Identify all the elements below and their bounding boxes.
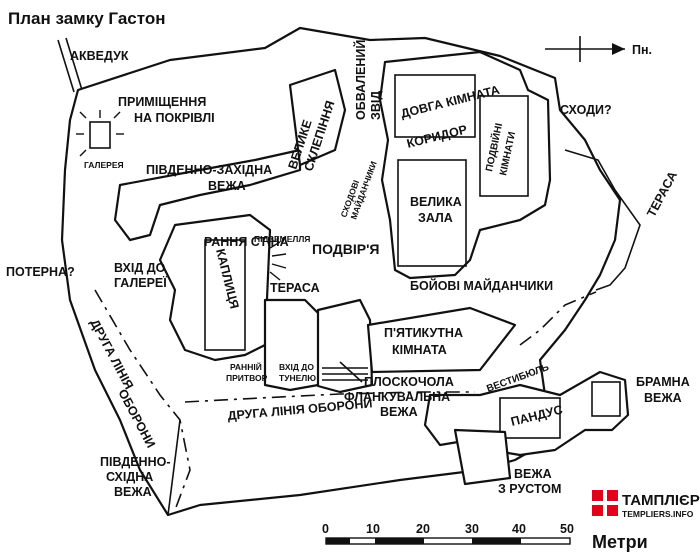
label-stairs: СХОДИ?	[560, 103, 612, 117]
label-collapsed-vault-1: ОБВАЛЕНИЙ	[353, 40, 368, 120]
label-early-porch-2: ПРИТВОР	[226, 373, 268, 383]
label-great-hall-2: ЗАЛА	[418, 211, 453, 225]
gate-tower-room	[591, 381, 621, 417]
rusticated-tower	[453, 428, 512, 486]
long-room-outline	[394, 74, 476, 138]
label-sw-tower-2: ВЕЖА	[208, 179, 246, 193]
scale-tick-0: 0	[322, 522, 329, 536]
ramp-outline	[499, 397, 561, 439]
label-roof-rooms-1: ПРИМІЩЕННЯ	[118, 95, 206, 109]
second-defence-line-path	[94, 289, 191, 511]
label-pentagonal-room-1: П'ЯТИКУТНА	[384, 326, 463, 340]
label-battle-platforms: БОЙОВІ МАЙДАНЧИКИ	[410, 278, 553, 293]
label-gallery: ГАЛЕРЕЯ	[84, 160, 124, 170]
chapel-nave	[204, 239, 246, 351]
label-tunnel-entrance-1: ВХІД ДО	[279, 362, 314, 372]
plan-title: План замку Гастон	[8, 9, 165, 28]
label-se-tower-2: СХІДНА	[106, 470, 153, 484]
label-dungeon: ПІДЗЕМЕЛЛЯ	[254, 234, 310, 244]
double-rooms-room	[479, 95, 529, 197]
label-courtyard: ПОДВІР'Я	[312, 241, 379, 257]
second-defence-line-path-2	[184, 391, 475, 403]
logo-site: TEMPLIERS.INFO	[622, 509, 694, 519]
label-roof-rooms-2: НА ПОКРІВЛІ	[134, 111, 215, 125]
label-gallery-entrance-2: ГАЛЕРЕЇ	[114, 275, 167, 290]
label-se-tower-3: ВЕЖА	[114, 485, 152, 499]
label-sw-tower-1: ПІВДЕННО-ЗАХІДНА	[146, 163, 272, 177]
label-flat-tower-2: ФЛАНКУВАЛЬНА	[344, 390, 450, 404]
dungeon-rays	[269, 241, 287, 281]
label-pentagonal-room-2: КІМНАТА	[392, 343, 447, 357]
great-hall-complex	[378, 50, 552, 280]
label-collapsed-vault-2: ЗВІД	[369, 91, 383, 120]
north-arrow: Пн.	[545, 36, 652, 62]
label-terrace-east: ТЕРАСА	[644, 169, 680, 219]
east-terrace-line	[564, 149, 641, 291]
label-gallery-entrance-1: ВХІД ДО	[114, 261, 166, 275]
north-label: Пн.	[632, 43, 652, 57]
logo-name: ТАМПЛІЄРИ	[622, 492, 700, 509]
gallery-rays	[76, 110, 124, 157]
label-terrace-west: ТЕРАСА	[270, 281, 320, 295]
templar-cross-icon	[592, 490, 618, 516]
great-hall-room	[397, 159, 467, 267]
aqueduct	[57, 37, 83, 93]
templiers-logo: ТАМПЛІЄРИ TEMPLIERS.INFO	[592, 490, 700, 519]
label-postern: ПОТЕРНА?	[6, 265, 75, 279]
label-rustic-tower-1: ВЕЖА	[514, 467, 552, 481]
label-flat-tower-3: ВЕЖА	[380, 405, 418, 419]
scale-tick-30: 30	[465, 522, 479, 536]
label-early-wall: РАННЯ СТІНА	[204, 235, 289, 249]
label-aqueduct: АКВЕДУК	[70, 49, 129, 63]
label-se-tower-1: ПІВДЕННО-	[100, 455, 171, 469]
label-tunnel-entrance-2: ТУНЕЛЮ	[279, 373, 316, 383]
scale-bar: 0 10 20 30 40 50	[322, 522, 574, 545]
label-gate-tower-2: ВЕЖА	[644, 391, 682, 405]
se-tower-line	[167, 419, 181, 516]
scale-unit: Метри	[592, 532, 648, 552]
second-defence-line-path-3	[519, 291, 597, 346]
scale-tick-50: 50	[560, 522, 574, 536]
great-vault	[288, 68, 347, 167]
label-rustic-tower-2: З РУСТОМ	[498, 482, 561, 496]
label-early-porch-1: РАННІЙ	[230, 361, 262, 372]
label-flat-tower-1: ПЛОСКОЧОЛА	[364, 375, 454, 389]
pentagonal-room-block	[366, 306, 517, 374]
scale-tick-20: 20	[416, 522, 430, 536]
flat-tower-pointer	[339, 361, 363, 383]
label-gate-tower-1: БРАМНА	[636, 375, 690, 389]
scale-tick-40: 40	[512, 522, 526, 536]
south-west-tower	[113, 148, 302, 242]
label-great-hall-1: ВЕЛИКА	[410, 195, 462, 209]
chapel-block	[158, 213, 272, 362]
scale-tick-10: 10	[366, 522, 380, 536]
flat-flanking-tower	[316, 298, 374, 394]
